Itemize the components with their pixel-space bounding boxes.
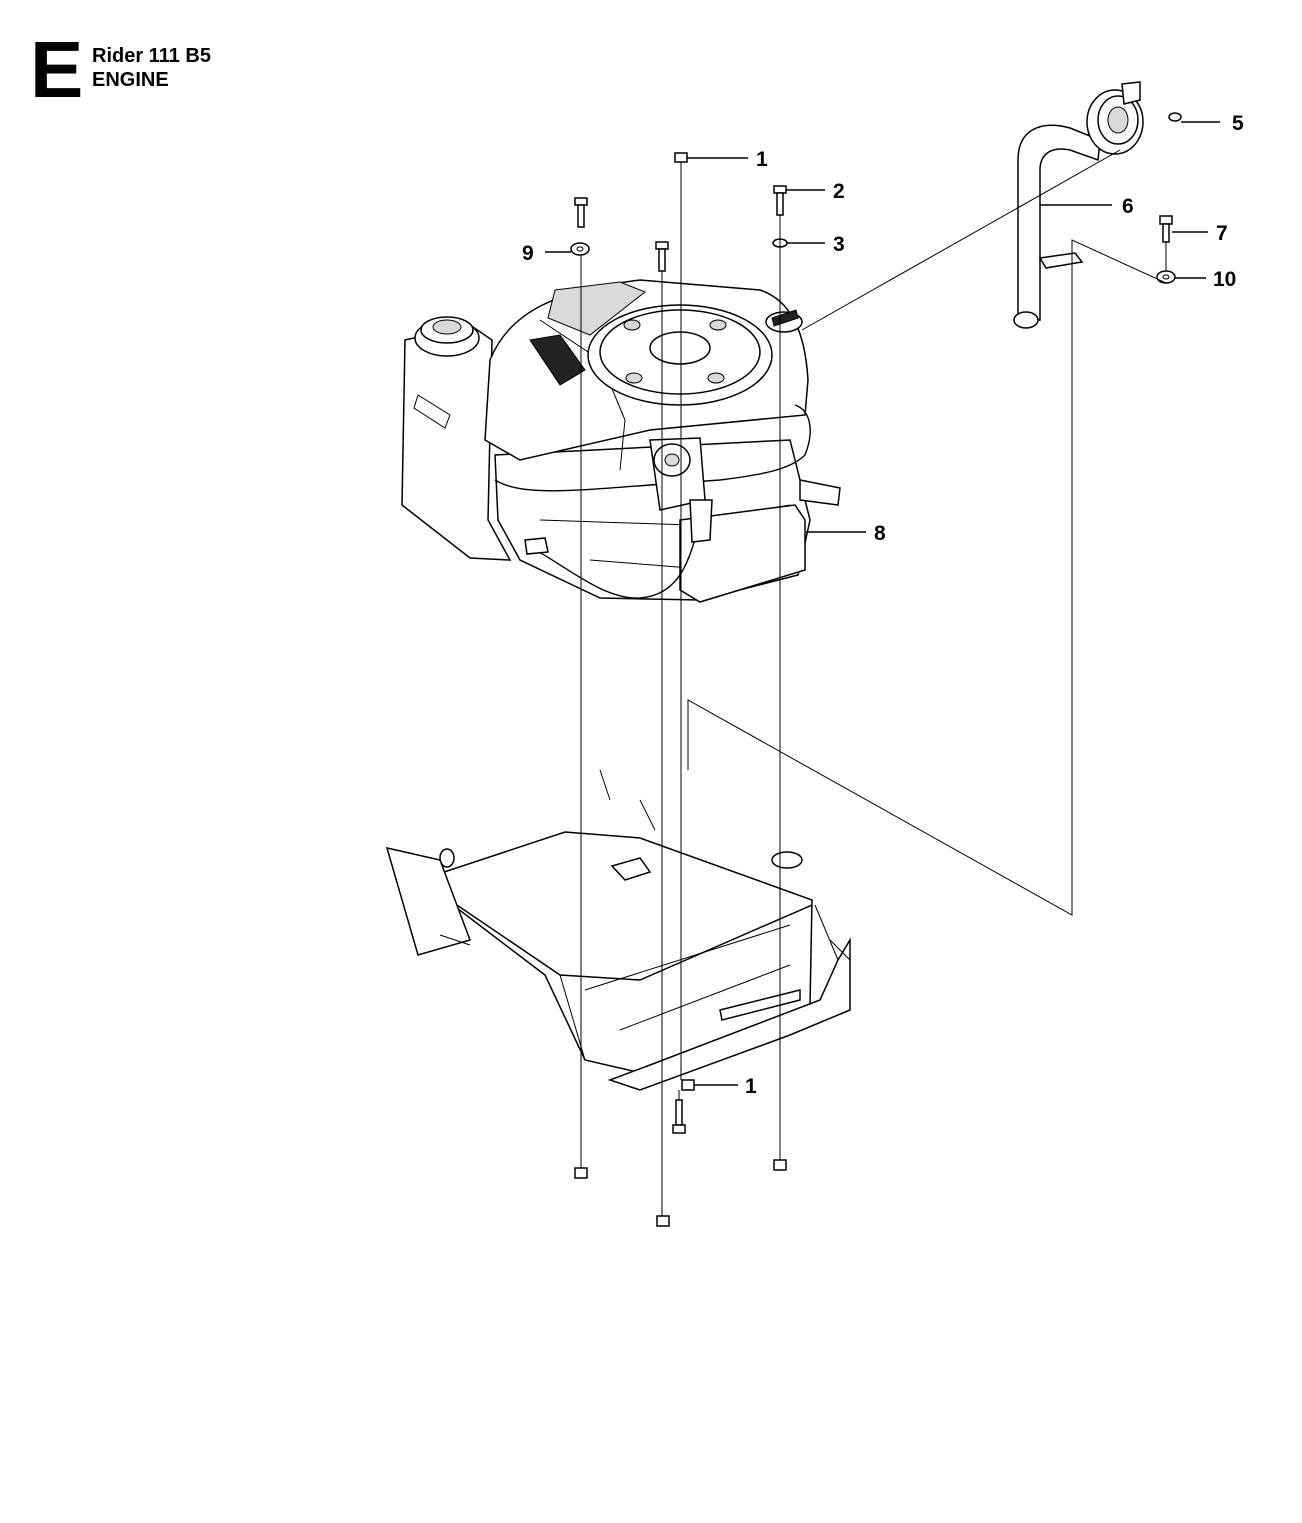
section-letter: E	[30, 25, 84, 114]
callout-5: 5	[1232, 112, 1244, 135]
callout-leaders	[545, 121, 1220, 1086]
model-title: Rider 111 B5	[92, 45, 211, 67]
assembly-lines	[580, 149, 1167, 1216]
callout-10: 10	[1213, 268, 1236, 291]
callout-6: 6	[1122, 195, 1134, 218]
callout-7: 7	[1216, 222, 1228, 245]
title-block: Rider 111 B5 ENGINE	[92, 44, 211, 92]
chassis-frame	[385, 846, 851, 1091]
callout-3: 3	[833, 233, 845, 256]
group-title: ENGINE	[92, 69, 169, 91]
engine-illustration	[401, 279, 841, 603]
callout-1-top: 1	[756, 148, 768, 171]
callout-8: 8	[874, 522, 886, 545]
callout-2: 2	[833, 180, 845, 203]
callout-1-bottom: 1	[745, 1075, 757, 1098]
callout-9: 9	[522, 242, 534, 265]
